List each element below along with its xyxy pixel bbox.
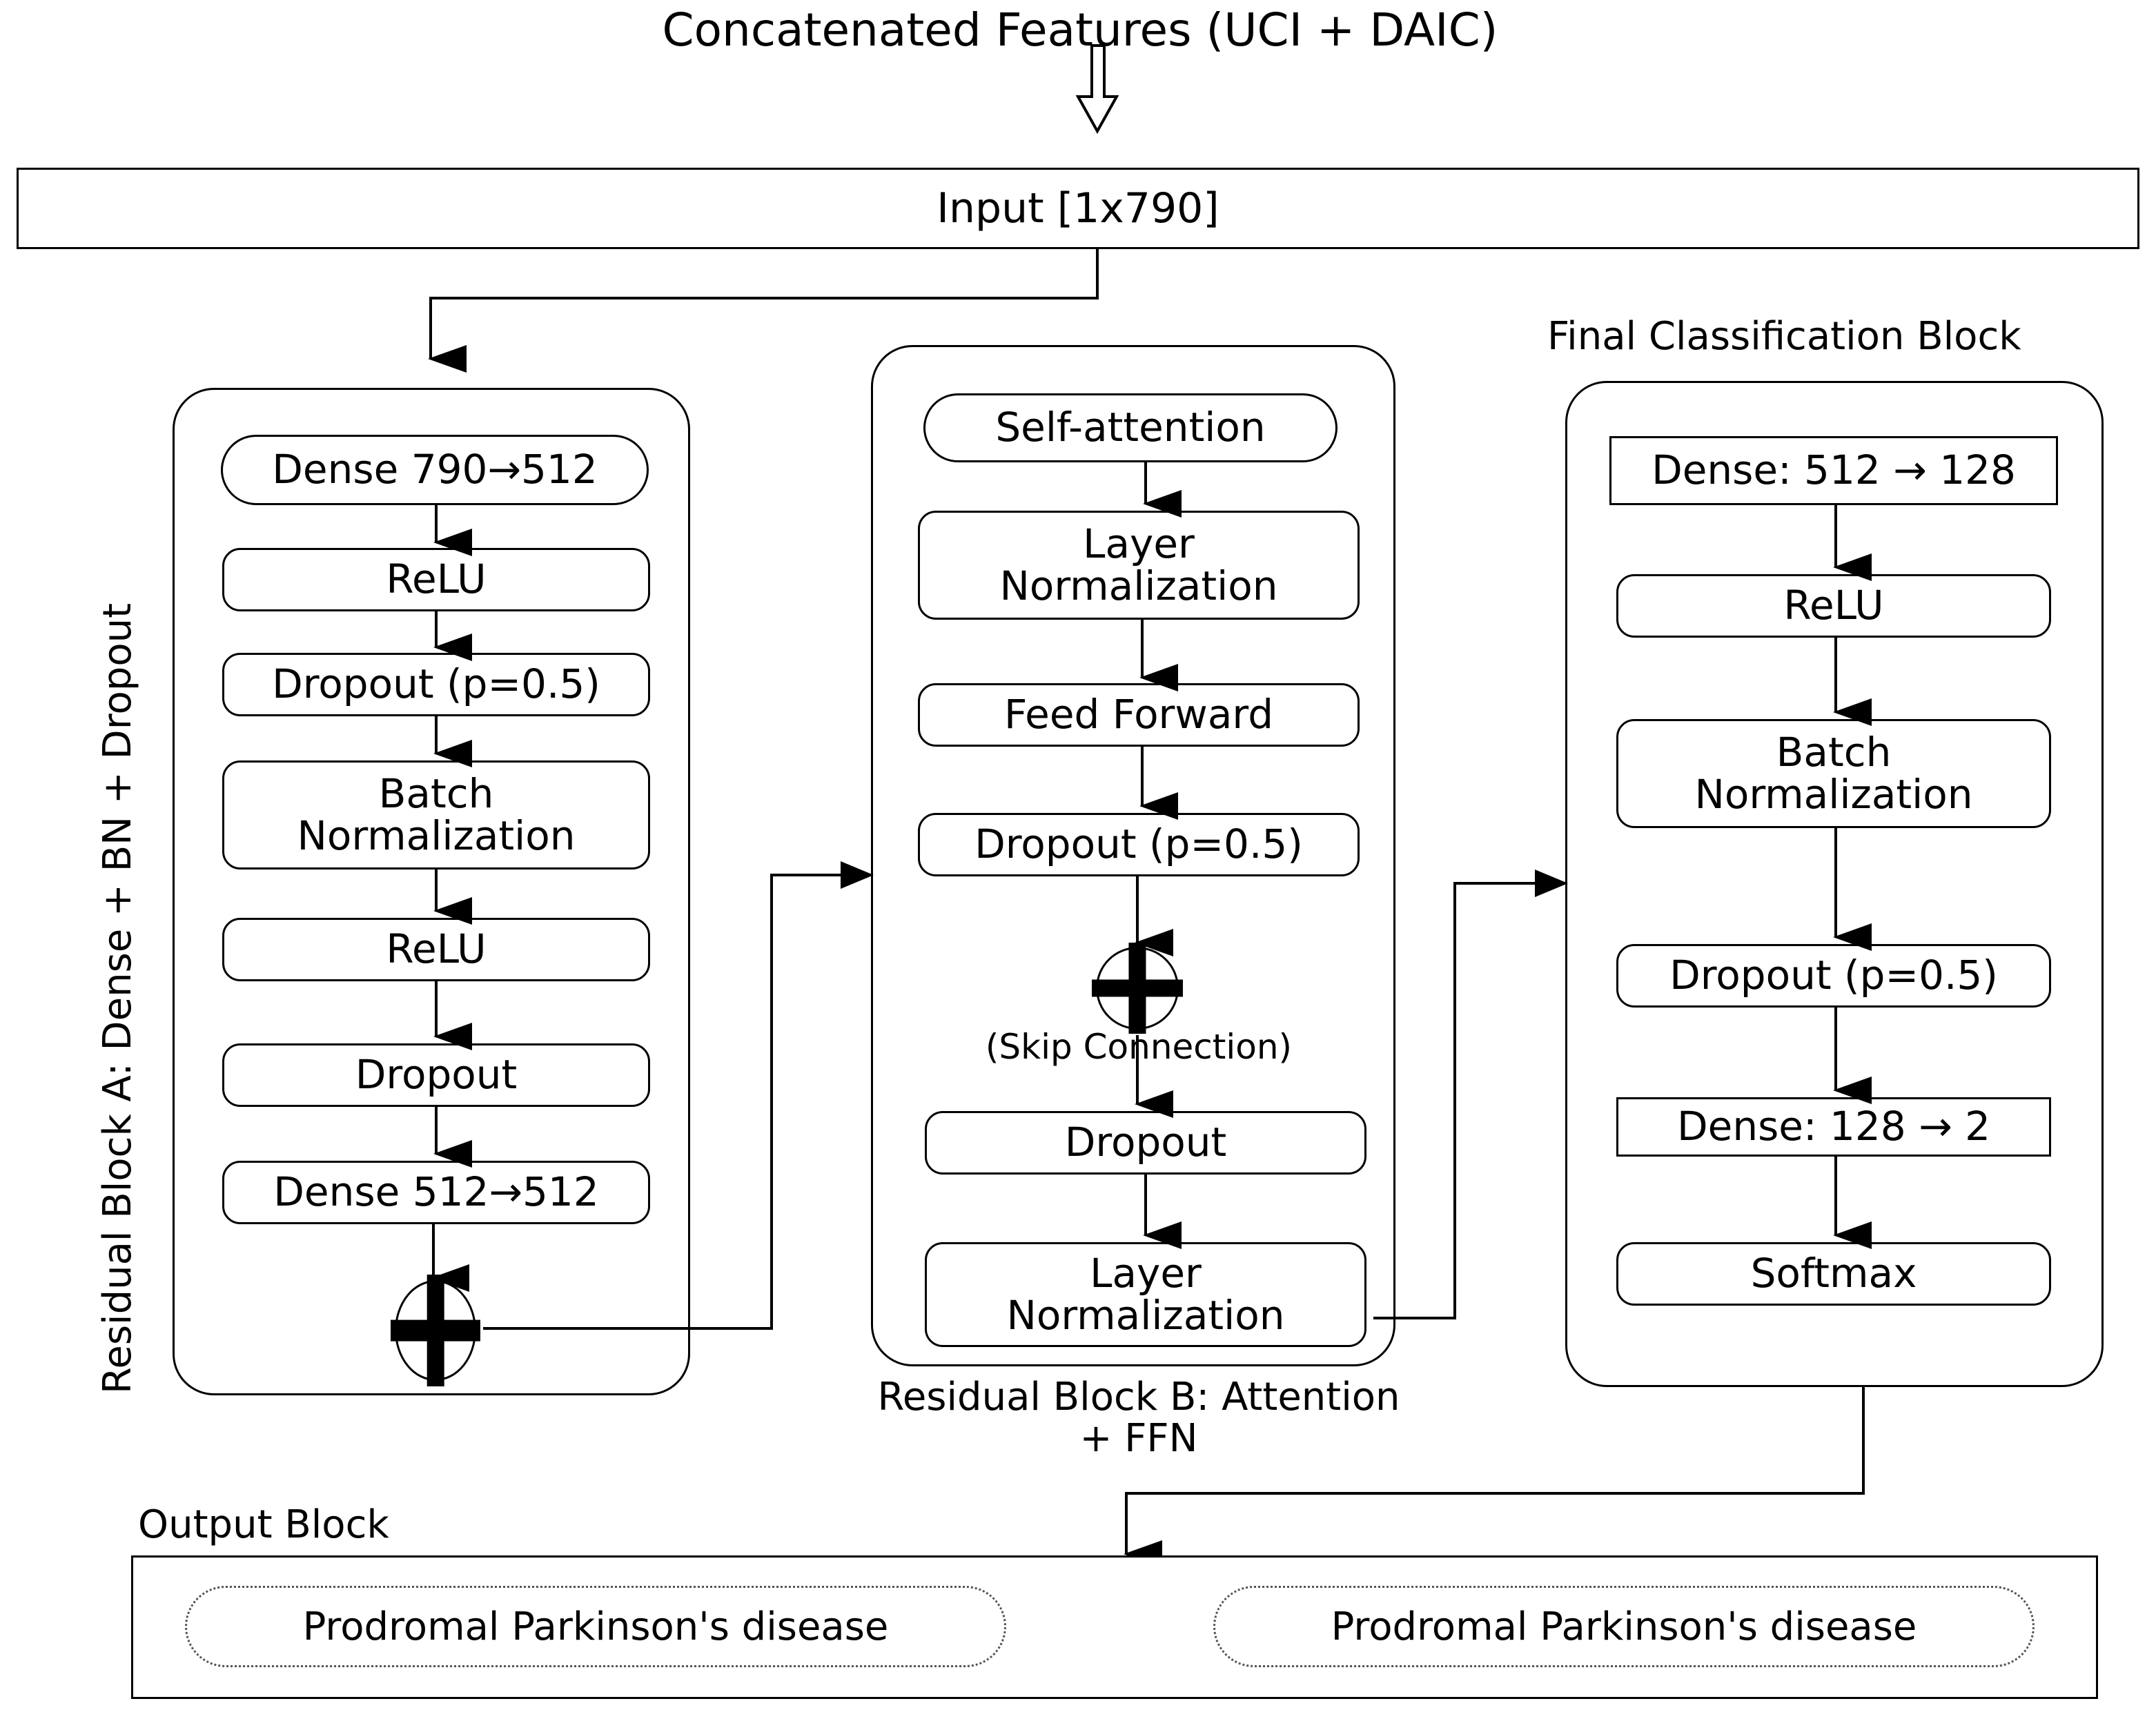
block-b-node-self-attention[interactable]: Self-attention [923,393,1337,462]
block-b-skip-connection-label: (Skip Connection) [985,1027,1293,1067]
block-b-node-layer-normalization-1[interactable]: Layer Normalization [918,511,1360,620]
final-classification-block-container [1565,381,2104,1387]
block-b-node-layer-normalization-2[interactable]: Layer Normalization [925,1242,1366,1347]
input-block-label: Input [1x790] [937,184,1219,233]
block-b-ln1-text: Layer Normalization [999,520,1278,609]
output-class-label-2: Prodromal Parkinson's disease [1331,1604,1917,1649]
block-a-node-dropout[interactable]: Dropout [222,1043,650,1107]
output-class-label-1: Prodromal Parkinson's disease [302,1604,889,1649]
output-class-pill-1[interactable]: Prodromal Parkinson's disease [185,1586,1006,1667]
block-c-node-dense-128-2[interactable]: Dense: 128 → 2 [1616,1097,2051,1157]
block-a-node-dense-790-512[interactable]: Dense 790→512 [221,435,649,505]
block-b-adder-plus-icon [1096,947,1179,1030]
block-b-node-dropout-p05[interactable]: Dropout (p=0.5) [918,813,1360,876]
block-a-node-relu-1[interactable]: ReLU [222,548,650,611]
block-b-caption: Residual Block B: Attention + FFN [877,1375,1400,1462]
block-a-node-relu-2[interactable]: ReLU [222,918,650,981]
block-c-node-dropout-p05[interactable]: Dropout (p=0.5) [1616,944,2051,1008]
block-a-node-batch-normalization[interactable]: Batch Normalization [222,760,650,870]
block-a-bn-text: Batch Normalization [297,769,576,859]
residual-block-a-container [173,388,690,1395]
input-block [17,168,2139,249]
hollow-arrow-title-to-input [1075,44,1119,135]
output-class-pill-2[interactable]: Prodromal Parkinson's disease [1213,1586,2035,1667]
block-b-ln2-text: Layer Normalization [1006,1249,1285,1339]
block-a-node-dropout-p05[interactable]: Dropout (p=0.5) [222,653,650,716]
block-c-bn-text: Batch Normalization [1694,728,1973,818]
block-c-caption: Final Classification Block [1547,314,2021,359]
block-c-node-dense-512-128[interactable]: Dense: 512 → 128 [1609,436,2058,505]
output-block-caption: Output Block [138,1502,389,1547]
residual-block-b-container [871,345,1395,1366]
block-c-node-softmax[interactable]: Softmax [1616,1242,2051,1306]
diagram-title: Concatenated Features (UCI + DAIC) [662,3,1498,57]
block-c-node-relu[interactable]: ReLU [1616,574,2051,638]
block-c-node-batch-normalization[interactable]: Batch Normalization [1616,719,2051,828]
block-a-side-label: Residual Block A: Dense + BN + Dropout [95,602,140,1394]
block-a-adder-plus-icon [395,1280,476,1381]
block-b-node-feed-forward[interactable]: Feed Forward [918,683,1360,747]
block-b-node-dropout[interactable]: Dropout [925,1111,1366,1175]
block-a-node-dense-512-512[interactable]: Dense 512→512 [222,1161,650,1224]
